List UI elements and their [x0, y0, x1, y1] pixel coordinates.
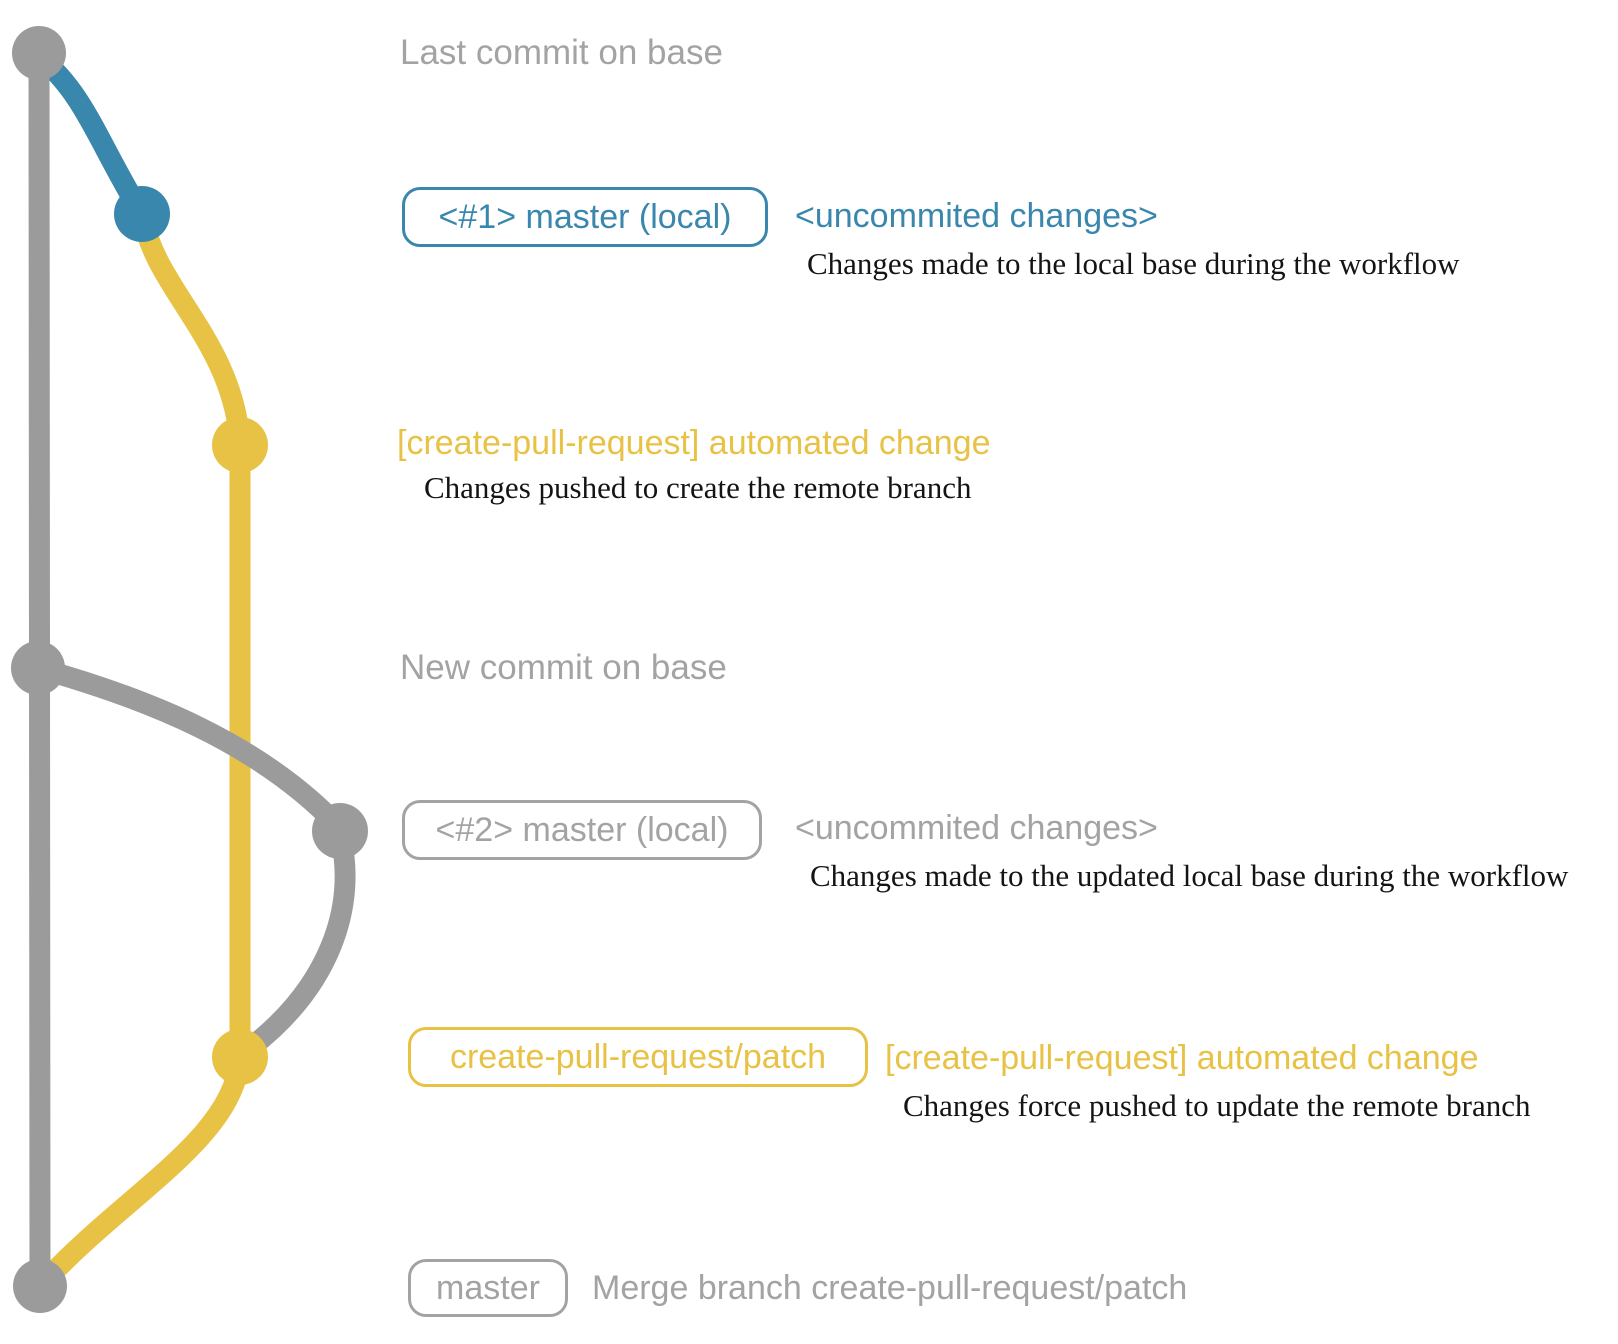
badge-master-local-2-label: <#2> master (local): [435, 810, 729, 849]
commit-dot-patch-2: [212, 1029, 268, 1085]
uncommited-changes-note-1: <uncommited changes>: [795, 197, 1158, 235]
branch-line-patch-merge: [35, 1046, 251, 1291]
commit-dot-last-base: [12, 26, 66, 80]
badge-create-pull-request-patch-label: create-pull-request/patch: [449, 1037, 827, 1076]
badge-master-local-1: <#1> master (local): [402, 187, 768, 247]
merge-branch-label: Merge branch create-pull-request/patch: [592, 1269, 1188, 1307]
branch-line-local-changes-1: [30, 47, 151, 222]
branch-line-patch-push: [132, 207, 251, 453]
last-commit-title: Last commit on base: [400, 33, 723, 72]
branch-line-local-changes-2: [27, 657, 349, 837]
push1-description: Changes pushed to create the remote bran…: [424, 470, 972, 505]
branch-line-rebase-to-patch: [239, 823, 356, 1059]
commit-dot-merge: [13, 1259, 67, 1313]
uncommited-changes-note-2: <uncommited changes>: [795, 809, 1158, 847]
automated-change-label-2: [create-pull-request] automated change: [885, 1039, 1479, 1077]
badge-master-local-1-label: <#1> master (local): [438, 197, 732, 236]
automated-change-label-1: [create-pull-request] automated change: [397, 424, 991, 462]
commit-dot-local-1: [114, 186, 170, 242]
commit-dot-local-2: [312, 803, 368, 859]
badge-master-label: master: [436, 1268, 540, 1307]
commit-dot-patch-1: [212, 417, 268, 473]
commit-dot-new-base: [11, 641, 65, 695]
new-commit-title: New commit on base: [400, 648, 727, 687]
badge-master-local-2: <#2> master (local): [402, 800, 762, 860]
badge-master: master: [408, 1259, 568, 1317]
badge-create-pull-request-patch: create-pull-request/patch: [408, 1027, 868, 1087]
commit2-description: Changes made to the updated local base d…: [810, 858, 1569, 893]
commit1-description: Changes made to the local base during th…: [807, 246, 1460, 281]
push2-description: Changes force pushed to update the remot…: [903, 1088, 1531, 1123]
